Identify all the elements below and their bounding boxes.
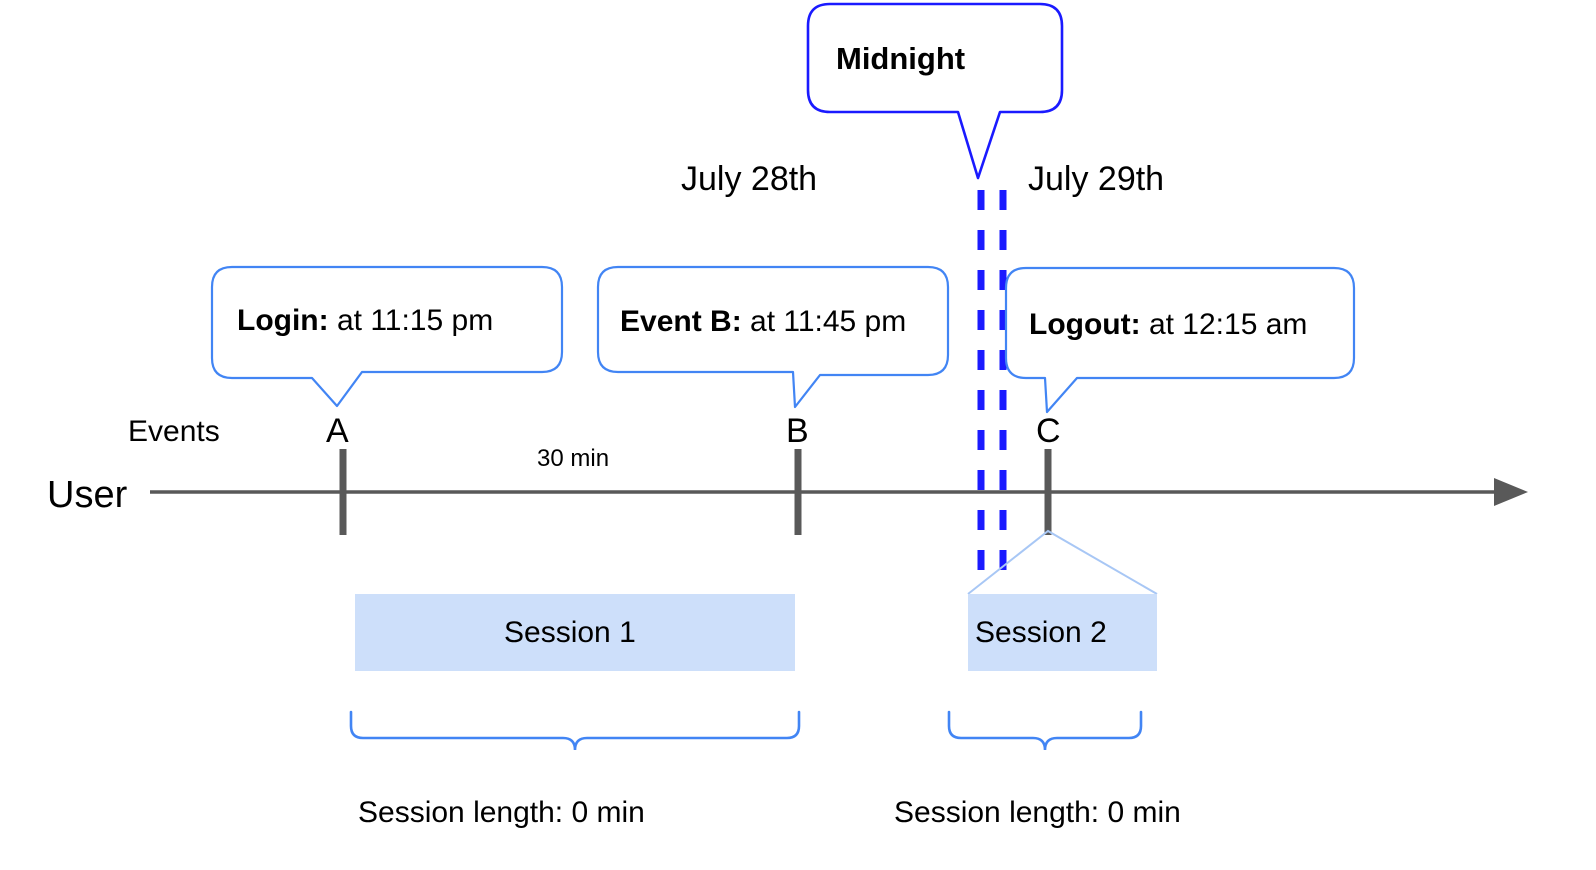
midnight-marker-lines — [977, 190, 1007, 576]
eventb-callout-shape — [596, 265, 950, 409]
axis-arrowhead-icon — [1494, 478, 1528, 506]
midnight-callout-shape — [806, 2, 1064, 180]
midnight-label: Midnight — [836, 41, 966, 76]
login-callout-rest: at 11:15 pm — [328, 304, 494, 337]
logout-callout-bold: Logout: — [1029, 308, 1141, 341]
session-2-label: Session 2 — [975, 616, 1107, 649]
session2-guide-lines — [967, 529, 1158, 595]
logout-callout-shape — [1004, 266, 1356, 414]
eventb-callout-bold: Event B: — [620, 305, 742, 338]
brace-path-1 — [349, 710, 801, 751]
events-row-label: Events — [128, 415, 220, 448]
session-1-label: Session 1 — [504, 616, 636, 649]
event-letter-b: B — [786, 412, 809, 450]
event-letter-c: C — [1036, 412, 1061, 450]
event-ticks — [339, 449, 1052, 535]
login-callout-bold: Login: — [237, 304, 329, 337]
login-callout-shape — [210, 265, 564, 408]
logout-callout-rest: at 12:15 am — [1140, 308, 1308, 341]
session-bars — [355, 594, 1157, 671]
event-letter-a: A — [326, 412, 349, 450]
midnight-bubble — [806, 2, 1064, 180]
session2-tent-guides — [967, 529, 1158, 595]
date-label-july-29: July 29th — [1028, 160, 1165, 198]
interval-label-30min: 30 min — [537, 445, 610, 472]
session-2-bar — [968, 594, 1157, 671]
timeline-axis — [150, 478, 1528, 506]
eventb-bubble — [596, 265, 950, 409]
login-callout-text: Login: at 11:15 pm — [237, 306, 493, 336]
user-row-label: User — [47, 474, 128, 516]
session-1-bar — [355, 594, 795, 671]
session-2-brace — [947, 710, 1143, 751]
logout-callout-text: Logout: at 12:15 am — [1029, 310, 1307, 340]
date-label-july-28: July 28th — [681, 160, 818, 198]
logout-bubble — [1004, 266, 1356, 414]
session-1-length-label: Session length: 0 min — [358, 796, 645, 829]
session-1-brace — [349, 710, 801, 751]
eventb-callout-rest: at 11:45 pm — [741, 305, 907, 338]
login-bubble — [210, 265, 564, 408]
eventb-callout-text: Event B: at 11:45 pm — [620, 307, 906, 337]
brace-path-2 — [947, 710, 1143, 751]
session-2-length-label: Session length: 0 min — [894, 796, 1181, 829]
